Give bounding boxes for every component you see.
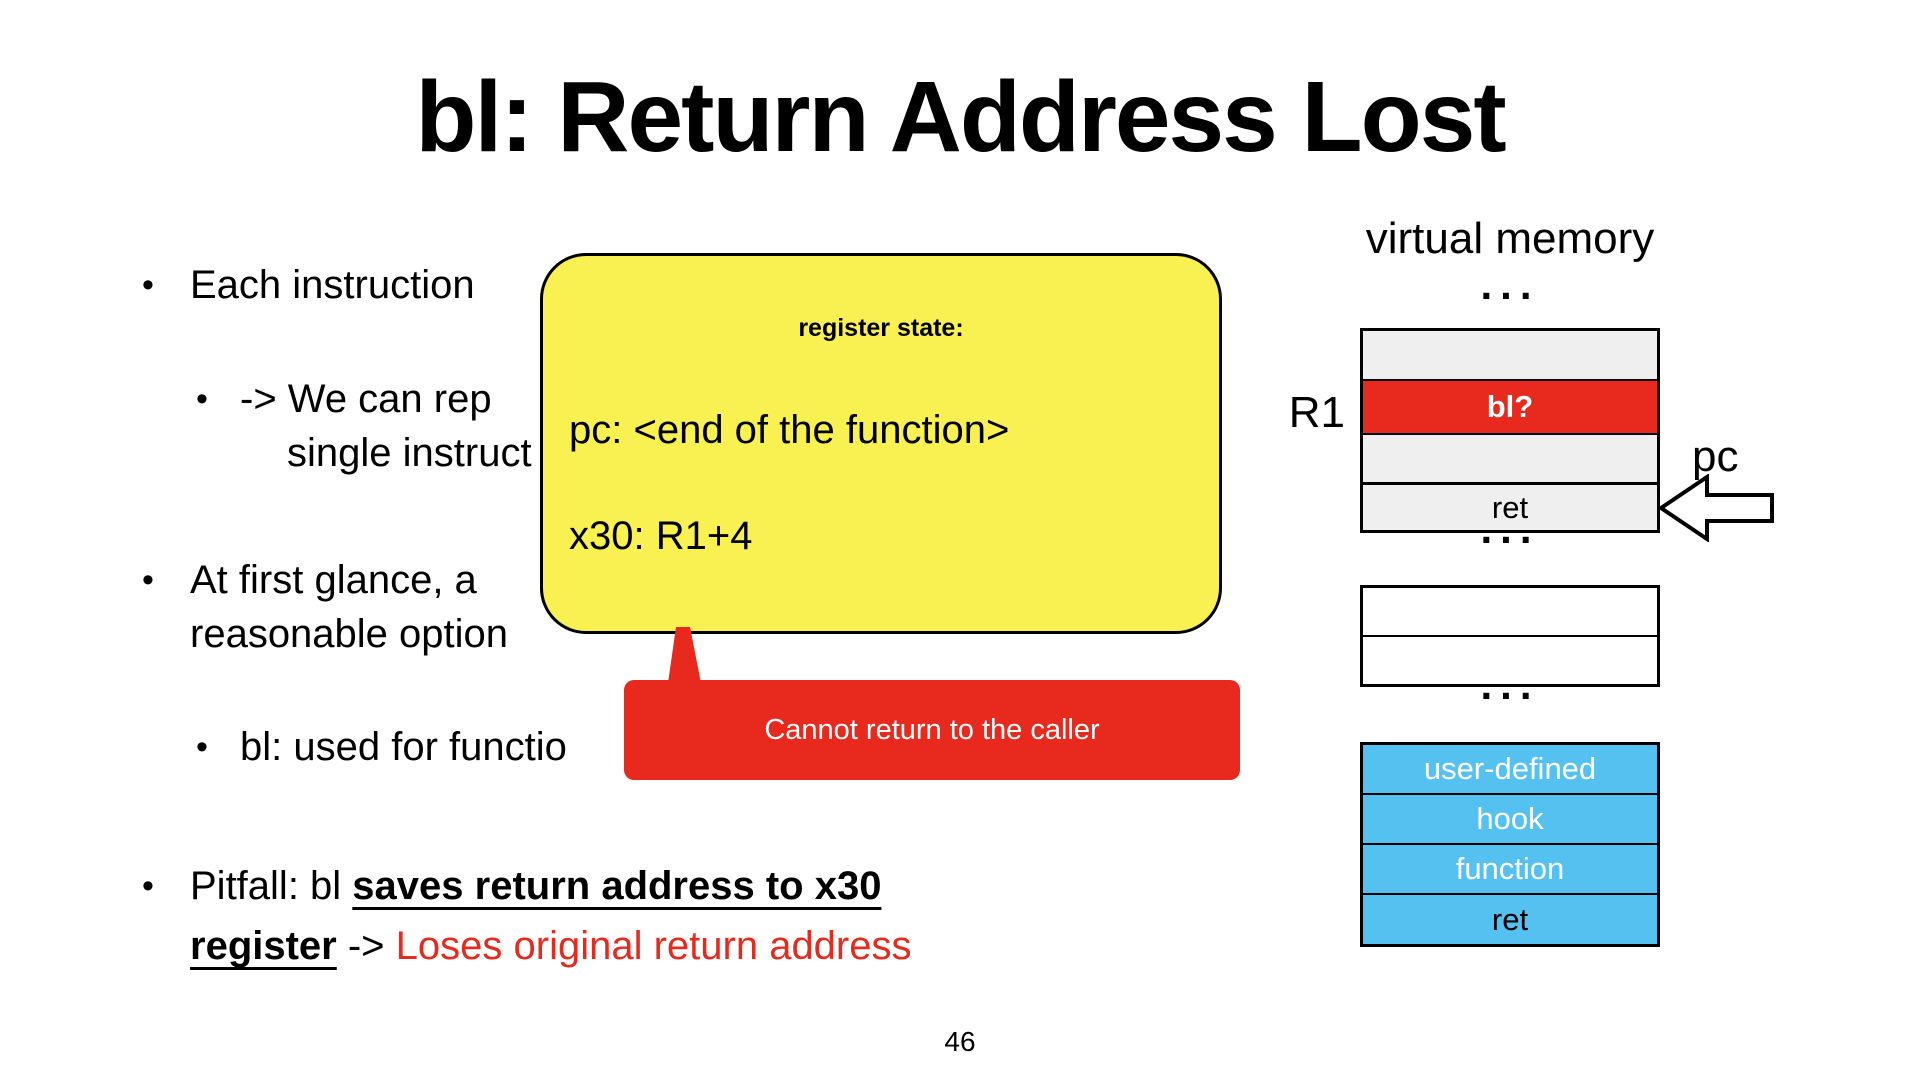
bullet-text: bl: used for functio [240,725,567,769]
memory-ret-block: ret [1360,482,1660,533]
pc-arrow-icon [1658,474,1774,542]
pitfall-bold-b: register [190,924,337,968]
memory-row-user-defined: user-defined [1363,745,1657,793]
memory-ellipsis: ... [1480,261,1540,308]
pitfall-prefix: Pitfall: bl [190,864,353,908]
bullet-line: At first glance, a [190,558,477,602]
memory-row-bl: bl? [1363,379,1657,433]
register-x30-value: x30: R1+4 [569,514,753,558]
register-state-heading: register state: [798,314,964,342]
memory-hook-block: user-defined hook function ret [1360,742,1660,947]
bullet-text: Pitfall: bl saves return address to x30 … [190,856,912,976]
memory-row-hook: hook [1363,793,1657,843]
bullet-each-instruction: • Each instruction [142,258,475,312]
memory-row-ret: ret [1363,893,1657,944]
memory-row-empty [1363,635,1657,684]
bullet-line: -> We can rep [240,377,492,421]
bullet-line: single instruct [287,431,532,475]
memory-row-empty [1363,433,1657,483]
callout-pointer-icon [668,627,701,683]
bullet-line: Pitfall: bl saves return address to x30 [190,856,912,916]
register-state-callout: register state: pc: <end of the function… [540,253,1222,634]
bullet-line: reasonable option [190,612,509,656]
memory-row-function: function [1363,843,1657,893]
r1-register-label: R1 [1288,388,1345,437]
bullet-dot: • [142,561,154,599]
bullet-dot: • [142,867,154,905]
bullet-bl-used-for-function: • bl: used for functio [196,720,567,774]
bullet-dot: • [196,728,208,766]
register-pc-value: pc: <end of the function> [569,408,1010,452]
memory-ellipsis: ... [1480,661,1540,708]
bullet-line: register -> Loses original return addres… [190,916,912,976]
page-number: 46 [944,1026,976,1057]
warning-banner: Cannot return to the caller [624,680,1240,780]
memory-empty-block [1360,585,1660,687]
virtual-memory-title: virtual memory [1365,214,1655,263]
memory-row-empty [1363,331,1657,379]
bullet-pitfall: • Pitfall: bl saves return address to x3… [142,856,912,976]
memory-row-ret: ret [1363,485,1657,530]
slide-title: bl: Return Address Lost [415,61,1506,173]
pc-register-label: pc [1692,432,1739,481]
bullet-text: At first glance, a reasonable option [190,553,508,661]
pitfall-connector: -> [336,924,396,968]
bullet-replace-single-instruction: • -> We can rep single instruct [196,372,532,480]
bullet-dot: • [142,266,154,304]
bullet-text: Each instruction [190,263,475,307]
bullet-dot: • [196,380,208,418]
memory-ellipsis: ... [1480,505,1540,552]
pitfall-bold-a: saves return address to x30 [352,864,882,908]
bullet-at-first-glance: • At first glance, a reasonable option [142,553,508,661]
memory-code-block: bl? [1360,328,1660,486]
warning-text: Cannot return to the caller [764,713,1100,746]
bullet-text: -> We can rep single instruct [240,372,532,480]
memory-row-empty [1363,588,1657,635]
pitfall-red-text: Loses original return address [395,924,912,968]
